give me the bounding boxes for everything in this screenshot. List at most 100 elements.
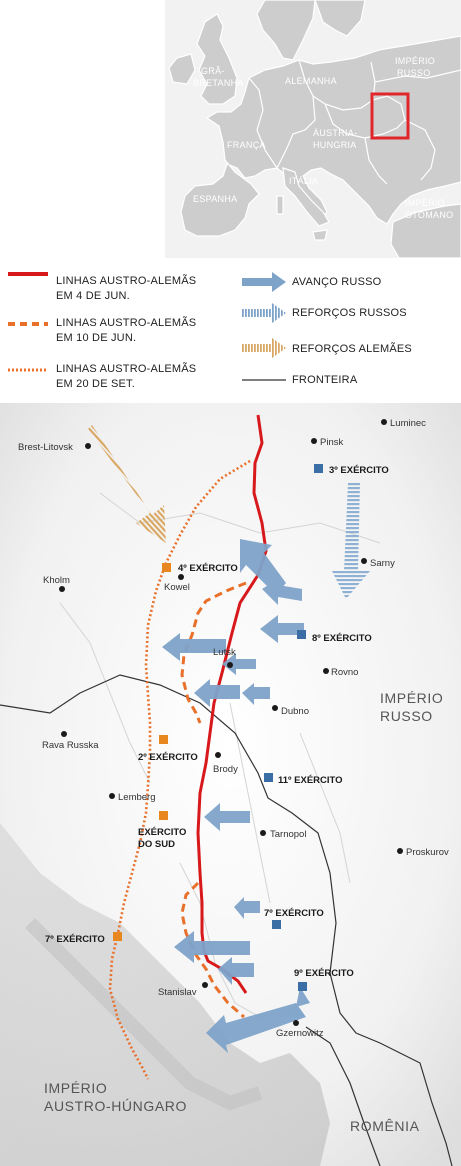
- city-pin-icon: [227, 662, 233, 668]
- legend-red-line-symbol: [8, 272, 48, 276]
- army-label-russian-11: 11º EXÉRCITO: [278, 775, 343, 786]
- russian-advance-arrow: [194, 679, 240, 707]
- city-pin-icon: [85, 443, 91, 449]
- city-pin-icon: [272, 705, 278, 711]
- russian-army-marker: [298, 982, 307, 991]
- russian-army-marker: [314, 464, 323, 473]
- legend-russian-advance-label: AVANÇO RUSSO: [292, 276, 382, 288]
- army-label-sud: EXÉRCITO: [138, 827, 186, 838]
- army-label-german-4: 4º EXÉRCITO: [178, 563, 238, 574]
- russian-advance-arrow: [162, 633, 226, 661]
- army-label-russian-3: 3º EXÉRCITO: [329, 465, 389, 476]
- army-label-german-7: 7º EXÉRCITO: [45, 934, 105, 945]
- overview-europe-map: GRÃ- BRETANHA ALEMANHA IMPÉRIO RUSSO FRA…: [165, 0, 461, 258]
- german-army-marker: [162, 563, 171, 572]
- city-pin-icon: [109, 793, 115, 799]
- russian-reinforcement-arrow: [332, 483, 370, 599]
- label-alemanha: ALEMANHA: [285, 76, 337, 86]
- german-army-marker: [113, 932, 122, 941]
- brusilov-offensive-map: Brest-Litovsk Pinsk Luminec Sarny Kholm …: [0, 403, 461, 1166]
- city-pin-icon: [178, 574, 184, 580]
- line-september-20: [108, 459, 251, 1080]
- city-pin-icon: [59, 586, 65, 592]
- russian-advance-arrow: [234, 897, 260, 919]
- city-pinsk: Pinsk: [320, 437, 343, 448]
- army-markers: [113, 464, 323, 991]
- city-sarny: Sarny: [370, 558, 395, 569]
- city-proskurov: Proskurov: [406, 847, 449, 858]
- city-rava-russka: Rava Russka: [42, 740, 99, 751]
- legend-dotted-line-symbol: [8, 368, 48, 372]
- russian-reinforcement-arrow-icon: [242, 303, 286, 323]
- city-pin-icon: [215, 752, 221, 758]
- city-gzernowitz: Gzernowitz: [276, 1028, 324, 1039]
- label-imperio-otomano: IMPÉRIO: [405, 198, 445, 208]
- label-imperio-russo: IMPÉRIO: [395, 56, 435, 66]
- focus-area-box: [370, 92, 410, 140]
- city-pin-icon: [293, 1020, 299, 1026]
- city-pin-icon: [311, 438, 317, 444]
- city-pin-icon: [260, 830, 266, 836]
- label-imperio-russo-2: RUSSO: [397, 68, 431, 78]
- city-pin-icon: [397, 848, 403, 854]
- national-border: [0, 674, 453, 1166]
- label-imperio-otomano-2: OTOMANO: [405, 210, 453, 220]
- label-austria: ÁUSTRIA-: [313, 128, 357, 138]
- russian-advance-arrows: [162, 539, 310, 1053]
- russian-army-marker: [264, 773, 273, 782]
- city-brody: Brody: [213, 764, 238, 775]
- label-espanha: ESPANHA: [193, 194, 237, 204]
- legend-border-label: FRONTEIRA: [292, 374, 358, 386]
- city-lemberg: Lemberg: [118, 792, 156, 803]
- army-label-russian-7: 7º EXÉRCITO: [264, 908, 324, 919]
- legend-german-reinforcements-label: REFORÇOS ALEMÃES: [292, 343, 412, 355]
- city-pins: [59, 419, 403, 1026]
- city-lutsk: Lutsk: [213, 647, 236, 658]
- russian-advance-arrow: [218, 957, 254, 985]
- russian-advance-arrow: [242, 683, 270, 705]
- overview-borders: [248, 59, 461, 185]
- city-rovno: Rovno: [331, 667, 358, 678]
- legend-dashed-line-symbol: [8, 322, 48, 326]
- legend-dotted-line-label: LINHAS AUSTRO-ALEMÃS EM 20 DE SET.: [56, 362, 196, 392]
- legend-red-line-text-2: EM 4 DE JUN.: [56, 290, 130, 302]
- russian-army-marker: [272, 920, 281, 929]
- city-pin-icon: [381, 419, 387, 425]
- city-kowel: Kowel: [164, 582, 190, 593]
- german-army-marker: [159, 735, 168, 744]
- city-tarnopol: Tarnopol: [270, 829, 306, 840]
- city-kholm: Kholm: [43, 575, 70, 586]
- romania-border: [305, 1026, 381, 1166]
- german-reinforcement-arrow-icon: [242, 338, 286, 358]
- legend-red-line-text-1: LINHAS AUSTRO-ALEMÃS: [56, 275, 197, 287]
- region-imperio-austro-hungaro: IMPÉRIO: [44, 1080, 107, 1096]
- army-label-german-2: 2º EXÉRCITO: [138, 752, 198, 763]
- legend-dashed-line-text-1: LINHAS AUSTRO-ALEMÃS: [56, 317, 197, 329]
- city-stanislav: Stanislav: [158, 987, 197, 998]
- russian-advance-arrow: [240, 539, 286, 595]
- city-brest-litovsk: Brest-Litovsk: [18, 442, 73, 453]
- russian-army-marker: [297, 630, 306, 639]
- legend-dashed-line-text-2: EM 10 DE JUN.: [56, 332, 137, 344]
- russian-advance-arrow-icon: [242, 272, 286, 292]
- russian-advance-arrow: [222, 653, 256, 675]
- legend-dotted-line-text-2: EM 20 DE SET.: [56, 378, 136, 390]
- city-pin-icon: [202, 982, 208, 988]
- label-franca: FRANÇA: [227, 140, 266, 150]
- label-gra-bretanha: GRÃ-: [201, 66, 225, 76]
- label-austria-2: HUNGRIA: [313, 140, 357, 150]
- carpathian-mountains: [0, 823, 330, 1166]
- region-romenia: ROMÊNIA: [350, 1118, 420, 1134]
- legend-russian-reinforcements-label: REFORÇOS RUSSOS: [292, 307, 407, 319]
- city-luminec: Luminec: [390, 418, 426, 429]
- city-dubno: Dubno: [281, 706, 309, 717]
- russian-advance-arrow: [296, 987, 310, 1007]
- army-label-sud-2: DO SUD: [138, 839, 175, 850]
- russian-advance-arrow: [262, 579, 302, 605]
- label-italia: ITÁLIA: [289, 176, 318, 186]
- russian-advance-arrow: [206, 1003, 306, 1053]
- german-army-marker: [159, 811, 168, 820]
- russian-advance-arrow: [260, 615, 304, 643]
- legend-border-symbol: [242, 379, 286, 381]
- russian-advance-arrow: [174, 931, 250, 963]
